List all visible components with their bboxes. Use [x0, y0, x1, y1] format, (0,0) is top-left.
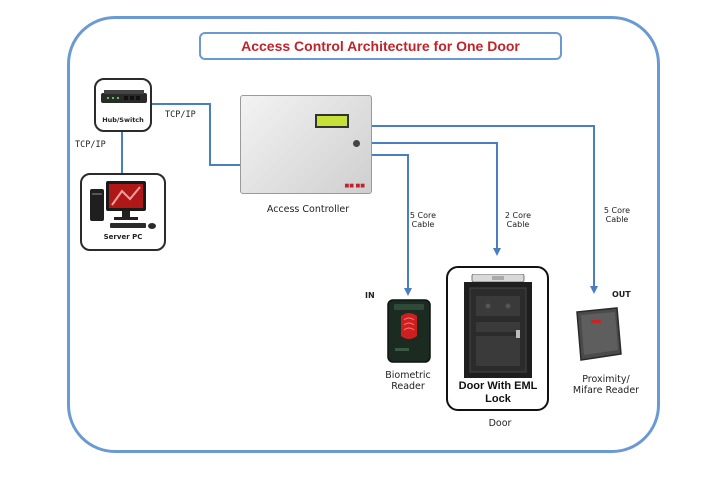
- in-tag: IN: [365, 291, 375, 300]
- proximity-card-reader-icon: [576, 307, 622, 361]
- brand-mark: ■■ ■■: [344, 183, 366, 189]
- wire-controller-proximity: [370, 125, 598, 294]
- out-tag: OUT: [612, 290, 631, 299]
- cable-label-biometric: 5 Core Cable: [409, 211, 437, 230]
- network-switch-icon: [101, 90, 147, 103]
- diagram-title: Access Control Architecture for One Door: [241, 38, 520, 54]
- lock-knob: [353, 140, 360, 147]
- wire-hub-controller: [150, 103, 240, 166]
- door-icon: [464, 274, 532, 378]
- wire-controller-biometric: [370, 154, 412, 296]
- server-pc-label: Server PC: [103, 233, 143, 241]
- wire-controller-door: [370, 142, 501, 256]
- tcp-ip-label-left: TCP/IP: [75, 140, 106, 150]
- server-pc-node: Server PC: [80, 173, 166, 251]
- tcp-ip-label-right: TCP/IP: [165, 110, 196, 120]
- controller-panel-icon: ■■ ■■: [240, 95, 372, 194]
- access-controller-label: Access Controller: [266, 204, 350, 215]
- cable-label-door: 2 Core Cable: [504, 211, 532, 230]
- hub-switch-node: Hub/Switch: [94, 78, 152, 132]
- lcd-display: [315, 114, 349, 128]
- cable-label-proximity: 5 Core Cable: [603, 206, 631, 225]
- desktop-pc-icon: [90, 181, 156, 229]
- proximity-reader-label: Proximity/ Mifare Reader: [572, 374, 640, 396]
- hub-switch-label: Hub/Switch: [102, 116, 144, 124]
- door-label: Door: [488, 418, 512, 429]
- title-box: Access Control Architecture for One Door: [199, 32, 562, 60]
- biometric-reader-label: Biometric Reader: [385, 370, 431, 392]
- door-eml-lock-label: Door With EML Lock: [458, 380, 538, 405]
- fingerprint-reader-icon: [387, 299, 431, 363]
- diagram-frame: [67, 16, 660, 453]
